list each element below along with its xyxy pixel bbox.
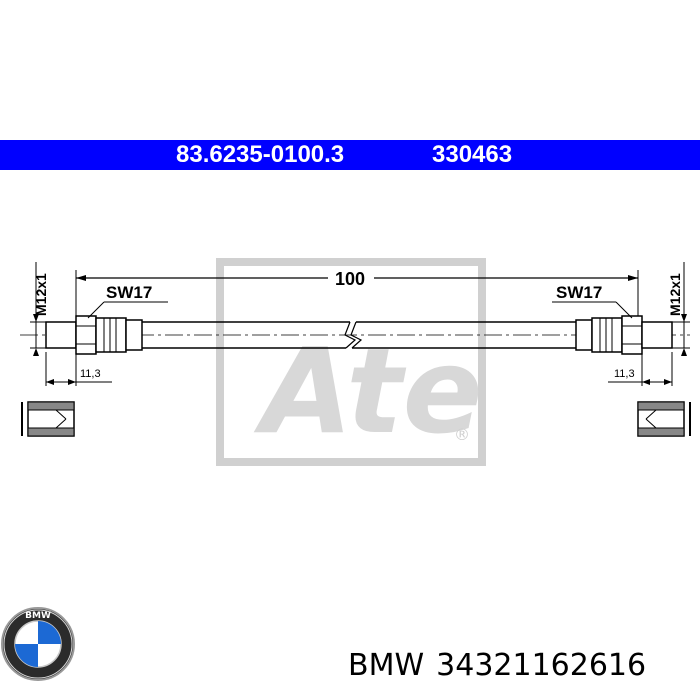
right-fitting-hex — [621, 315, 643, 355]
right-wrench-label: SW17 — [556, 283, 602, 302]
length-label-bg — [328, 266, 374, 290]
right-fitting-length-label: 11,3 — [614, 368, 635, 380]
right-section-cone — [645, 409, 657, 420]
right-section-cone-2 — [645, 418, 657, 429]
left-fitting-length-label: 11,3 — [80, 368, 101, 380]
arrow-left — [76, 275, 86, 281]
technical-drawing: Ate ® 100 M12x1 — [20, 258, 691, 466]
right-thread-arrow-bottom — [681, 348, 687, 356]
left-section-cone — [55, 409, 67, 420]
left-section-hatch-top — [27, 401, 75, 411]
left-section-cone-2 — [55, 418, 67, 429]
right-thread-label: M12x1 — [667, 273, 683, 316]
left-fitting-nipple — [45, 321, 77, 349]
left-thread-label: M12x1 — [33, 273, 49, 316]
header-bar: 83.6235-0100.3 330463 — [0, 140, 700, 170]
part-number: 83.6235-0100.3 — [176, 141, 345, 168]
left-fitting-crimp — [95, 317, 127, 353]
left-fitting-length-arrow-2 — [68, 379, 76, 385]
right-fitting-nipple — [641, 321, 673, 349]
length-dimension: 100 — [75, 266, 639, 318]
reference-number: 330463 — [432, 141, 513, 168]
right-section-hatch-top — [637, 401, 685, 411]
right-fitting: M12x1 SW17 11,3 — [552, 262, 691, 437]
left-fitting-length-arrow — [46, 379, 54, 385]
length-label: 100 — [335, 269, 365, 289]
left-fitting-hex — [75, 315, 97, 355]
right-fitting-crimp — [591, 317, 623, 353]
right-fitting-sleeve — [575, 319, 593, 351]
ate-watermark: Ate ® — [216, 258, 486, 466]
arrow-right — [628, 275, 638, 281]
right-fitting-length-arrow-2 — [664, 379, 672, 385]
left-wrench-label: SW17 — [106, 283, 152, 302]
bmw-logo-icon: BMW — [1, 607, 75, 681]
watermark-logo: Ate — [253, 322, 482, 460]
watermark-registered-mark: ® — [454, 425, 470, 444]
hose-break-mark-2 — [350, 321, 363, 349]
oem-part-number: 34321162616 — [436, 648, 647, 683]
footer-label: BMW 34321162616 — [348, 646, 646, 686]
watermark-frame — [216, 258, 486, 466]
right-thread-arrow-top — [681, 314, 687, 322]
left-thread-arrow-top — [33, 314, 39, 322]
right-section-hatch-bottom — [637, 427, 685, 437]
left-fitting: M12x1 SW17 11,3 — [21, 262, 168, 437]
left-wrench-leader — [87, 301, 105, 319]
left-fitting-sleeve — [125, 319, 143, 351]
left-section-hatch-bottom — [27, 427, 75, 437]
right-wrench-leader — [615, 301, 633, 319]
right-fitting-length-arrow — [642, 379, 650, 385]
bmw-logo-letters: BMW — [25, 611, 51, 621]
left-thread-arrow-bottom — [33, 348, 39, 356]
brand-name: BMW — [348, 648, 425, 683]
hose-break-mark — [344, 321, 357, 349]
